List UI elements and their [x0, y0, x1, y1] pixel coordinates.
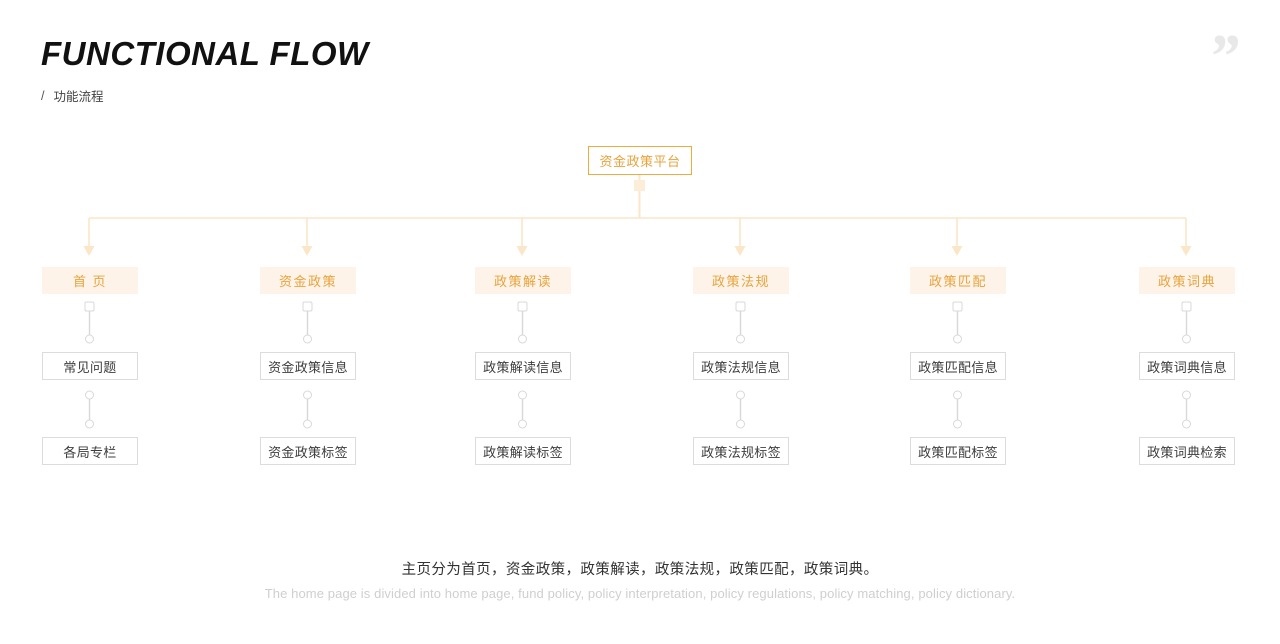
node-label: 政策匹配信息: [918, 359, 998, 375]
connector-l1-l2-col-4: [735, 301, 746, 344]
node-l3-col-3[interactable]: 政策解读标签: [475, 437, 571, 465]
node-label: 政策词典: [1157, 274, 1216, 289]
node-root-label: 资金政策平台: [599, 154, 681, 169]
node-l1-col-3[interactable]: 政策解读: [475, 267, 571, 294]
node-label: 首 页: [72, 274, 108, 289]
page-header: FUNCTIONAL FLOW / 功能流程: [41, 35, 369, 105]
node-l2-col-3[interactable]: 政策解读信息: [475, 352, 571, 380]
node-l1-col-1[interactable]: 首 页: [42, 267, 138, 294]
node-l2-col-4[interactable]: 政策法规信息: [693, 352, 789, 380]
node-l3-col-5[interactable]: 政策匹配标签: [910, 437, 1006, 465]
caption-chinese: 主页分为首页，资金政策，政策解读，政策法规，政策匹配，政策词典。: [401, 562, 879, 578]
node-label: 政策法规标签: [701, 444, 781, 460]
connector-l1-l2-col-1: [84, 301, 95, 344]
node-label: 各局专栏: [63, 444, 117, 460]
node-l3-col-1[interactable]: 各局专栏: [42, 437, 138, 465]
node-l2-col-2[interactable]: 资金政策信息: [260, 352, 356, 380]
caption-english: The home page is divided into home page,…: [264, 586, 1016, 601]
connector-l1-l2-col-6: [1181, 301, 1192, 344]
drop-line-col-5: [951, 218, 963, 256]
node-label: 政策解读信息: [483, 359, 563, 375]
connector-l2-l3-col-4: [736, 390, 745, 429]
root-connector-square: [634, 180, 645, 191]
subtitle-slash: /: [41, 88, 45, 103]
node-l3-col-6[interactable]: 政策词典检索: [1139, 437, 1235, 465]
connector-l1-l2-col-5: [952, 301, 963, 344]
page-title: FUNCTIONAL FLOW: [41, 35, 369, 72]
node-l2-col-6[interactable]: 政策词典信息: [1139, 352, 1235, 380]
connector-l2-l3-col-2: [303, 390, 312, 429]
drop-line-col-1: [83, 218, 95, 256]
node-label: 资金政策标签: [268, 444, 348, 460]
node-root-platform[interactable]: 资金政策平台: [588, 146, 692, 175]
node-label: 政策解读标签: [483, 444, 563, 460]
connector-l2-l3-col-5: [953, 390, 962, 429]
node-label: 政策法规: [711, 274, 770, 289]
node-l1-col-6[interactable]: 政策词典: [1139, 267, 1235, 294]
node-l2-col-1[interactable]: 常见问题: [42, 352, 138, 380]
node-label: 政策匹配标签: [918, 444, 998, 460]
node-label: 资金政策: [278, 274, 337, 289]
quote-mark-icon: ”: [1208, 23, 1239, 91]
node-l1-col-4[interactable]: 政策法规: [693, 267, 789, 294]
connector-l2-l3-col-6: [1182, 390, 1191, 429]
connector-l2-l3-col-3: [518, 390, 527, 429]
node-l2-col-5[interactable]: 政策匹配信息: [910, 352, 1006, 380]
node-label: 政策词典信息: [1147, 359, 1227, 375]
subtitle-label: 功能流程: [53, 90, 104, 105]
page-subtitle: / 功能流程: [41, 86, 369, 105]
node-label: 政策匹配: [928, 274, 987, 289]
node-label: 常见问题: [63, 359, 117, 375]
node-l1-col-5[interactable]: 政策匹配: [910, 267, 1006, 294]
connector-l1-l2-col-3: [517, 301, 528, 344]
node-l3-col-2[interactable]: 资金政策标签: [260, 437, 356, 465]
connector-l1-l2-col-2: [302, 301, 313, 344]
drop-line-col-4: [734, 218, 746, 256]
node-label: 政策解读: [493, 274, 552, 289]
drop-line-col-2: [301, 218, 313, 256]
drop-line-col-6: [1180, 218, 1192, 256]
node-l1-col-2[interactable]: 资金政策: [260, 267, 356, 294]
node-label: 资金政策信息: [268, 359, 348, 375]
connector-l2-l3-col-1: [85, 390, 94, 429]
drop-line-col-3: [516, 218, 528, 256]
node-label: 政策法规信息: [701, 359, 781, 375]
node-label: 政策词典检索: [1147, 444, 1227, 460]
node-l3-col-4[interactable]: 政策法规标签: [693, 437, 789, 465]
